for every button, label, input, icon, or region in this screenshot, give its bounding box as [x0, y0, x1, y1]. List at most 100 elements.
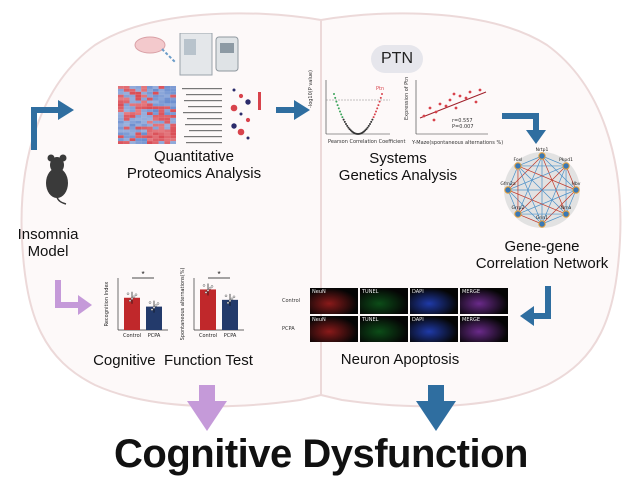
heatmap-cell	[158, 94, 165, 98]
enrichment-dot	[239, 112, 243, 116]
heatmap-cell	[147, 120, 153, 124]
heatmap-cell	[123, 132, 130, 136]
heatmap-cell	[170, 100, 176, 104]
scatter-point	[428, 106, 432, 110]
enrichment-dot	[245, 99, 251, 105]
heatmap-cell	[123, 112, 130, 115]
heatmap-cell	[170, 94, 176, 98]
microscopy-stain-label: MERGE	[462, 317, 480, 323]
heatmap-cell	[135, 120, 142, 124]
network-node	[572, 186, 580, 194]
arrowhead-1	[58, 100, 74, 120]
heatmap-cell	[152, 126, 159, 130]
heatmap-cell	[164, 123, 171, 127]
bar-ylabel: Recognition Index	[104, 282, 110, 327]
heatmap-cell	[118, 138, 124, 142]
heatmap-cell	[158, 141, 165, 144]
microscopy-stain-label: NeuN	[312, 289, 326, 295]
proteomics-heatmap	[118, 86, 176, 144]
arrowhead-4	[520, 306, 534, 326]
scatter-point	[468, 90, 472, 94]
heatmap-cell	[123, 120, 130, 124]
arrowhead-5	[78, 295, 92, 315]
scatter-point	[474, 100, 478, 104]
quantitative-proteomics-text: Quantitative Proteomics Analysis	[126, 148, 262, 183]
heatmap-cell	[135, 135, 142, 139]
microscopy-tile: DAPI	[410, 316, 458, 342]
heatmap-cell	[123, 126, 130, 130]
bar-datapoint	[156, 302, 160, 305]
heatmap-cell	[158, 109, 165, 113]
heatmap-cell	[164, 100, 171, 104]
heatmap-cell	[118, 141, 124, 144]
heatmap-cell	[123, 91, 130, 95]
heatmap-cell	[152, 100, 159, 104]
bar-datapoint	[132, 295, 136, 298]
heatmap-cell	[129, 109, 136, 113]
volcano-point	[337, 107, 340, 110]
heatmap-cell	[164, 117, 171, 121]
heatmap-cell	[129, 120, 136, 124]
heatmap-cell	[141, 86, 147, 89]
heatmap-cell	[164, 106, 171, 110]
heatmap-cell	[123, 135, 130, 139]
bar	[200, 289, 216, 330]
heatmap-cell	[170, 88, 176, 92]
heatmap-cell	[135, 132, 142, 136]
heatmap-cell	[164, 88, 171, 92]
enrichment-dot	[230, 104, 238, 112]
heatmap-cell	[164, 109, 171, 113]
heatmap-cell	[141, 117, 147, 121]
heatmap-cell	[129, 129, 136, 133]
heatmap-cell	[147, 141, 153, 144]
bar-datapoint	[232, 295, 236, 299]
heatmap-cell	[147, 115, 153, 118]
heatmap-cell	[147, 123, 153, 127]
ptn-bubble: PTN	[371, 45, 423, 73]
heatmap-cell	[135, 94, 142, 98]
network-node	[562, 162, 570, 170]
heatmap-cell	[123, 141, 130, 144]
heatmap-cell	[158, 106, 165, 110]
systems-genetics-text: Systems Genetics Analysis	[338, 150, 458, 185]
heatmap-cell	[123, 94, 130, 98]
heatmap-cell	[152, 112, 159, 115]
scatter-point	[448, 98, 452, 102]
heatmap-cell	[135, 115, 142, 118]
heatmap-cell	[170, 129, 176, 133]
microscopy-tile: DAPI	[410, 288, 458, 314]
heatmap-cell	[170, 123, 176, 127]
heatmap-cell	[158, 115, 165, 118]
pathway-list	[182, 88, 222, 144]
heatmap-cell	[152, 86, 159, 89]
heatmap-cell	[123, 109, 130, 113]
network-node	[538, 152, 546, 160]
heatmap-cell	[147, 132, 153, 136]
neuron-apoptosis-text: Neuron Apoptosis	[340, 351, 460, 368]
purple-down-arrowhead	[187, 401, 227, 431]
enrichment-dot	[237, 128, 245, 136]
arrowhead-3	[526, 130, 546, 144]
heatmap-cell	[141, 135, 147, 139]
arrow-insomnia-to-cognitive-test	[55, 280, 80, 308]
heatmap-cell	[152, 120, 159, 124]
volcano-point	[376, 107, 379, 110]
heatmap-cell	[147, 91, 153, 95]
scatter-r: r=0.557	[452, 118, 473, 124]
heatmap-cell	[147, 88, 153, 92]
mouse-icon	[46, 154, 68, 205]
heatmap-cell	[147, 100, 153, 104]
heatmap-cell	[135, 97, 142, 101]
scatter-point	[454, 106, 458, 110]
cognitive-function-test-text: Cognitive Function Test	[93, 352, 253, 369]
volcano-point	[369, 123, 371, 125]
scatter-point	[452, 92, 456, 96]
scatter-point	[444, 104, 448, 108]
volcano-point	[347, 126, 350, 129]
volcano-ylabel: -log10(P value)	[308, 70, 314, 108]
sig-star: *	[141, 270, 144, 279]
heatmap-cell	[158, 132, 165, 136]
volcano-point	[379, 96, 382, 99]
heatmap-cell	[141, 94, 147, 98]
